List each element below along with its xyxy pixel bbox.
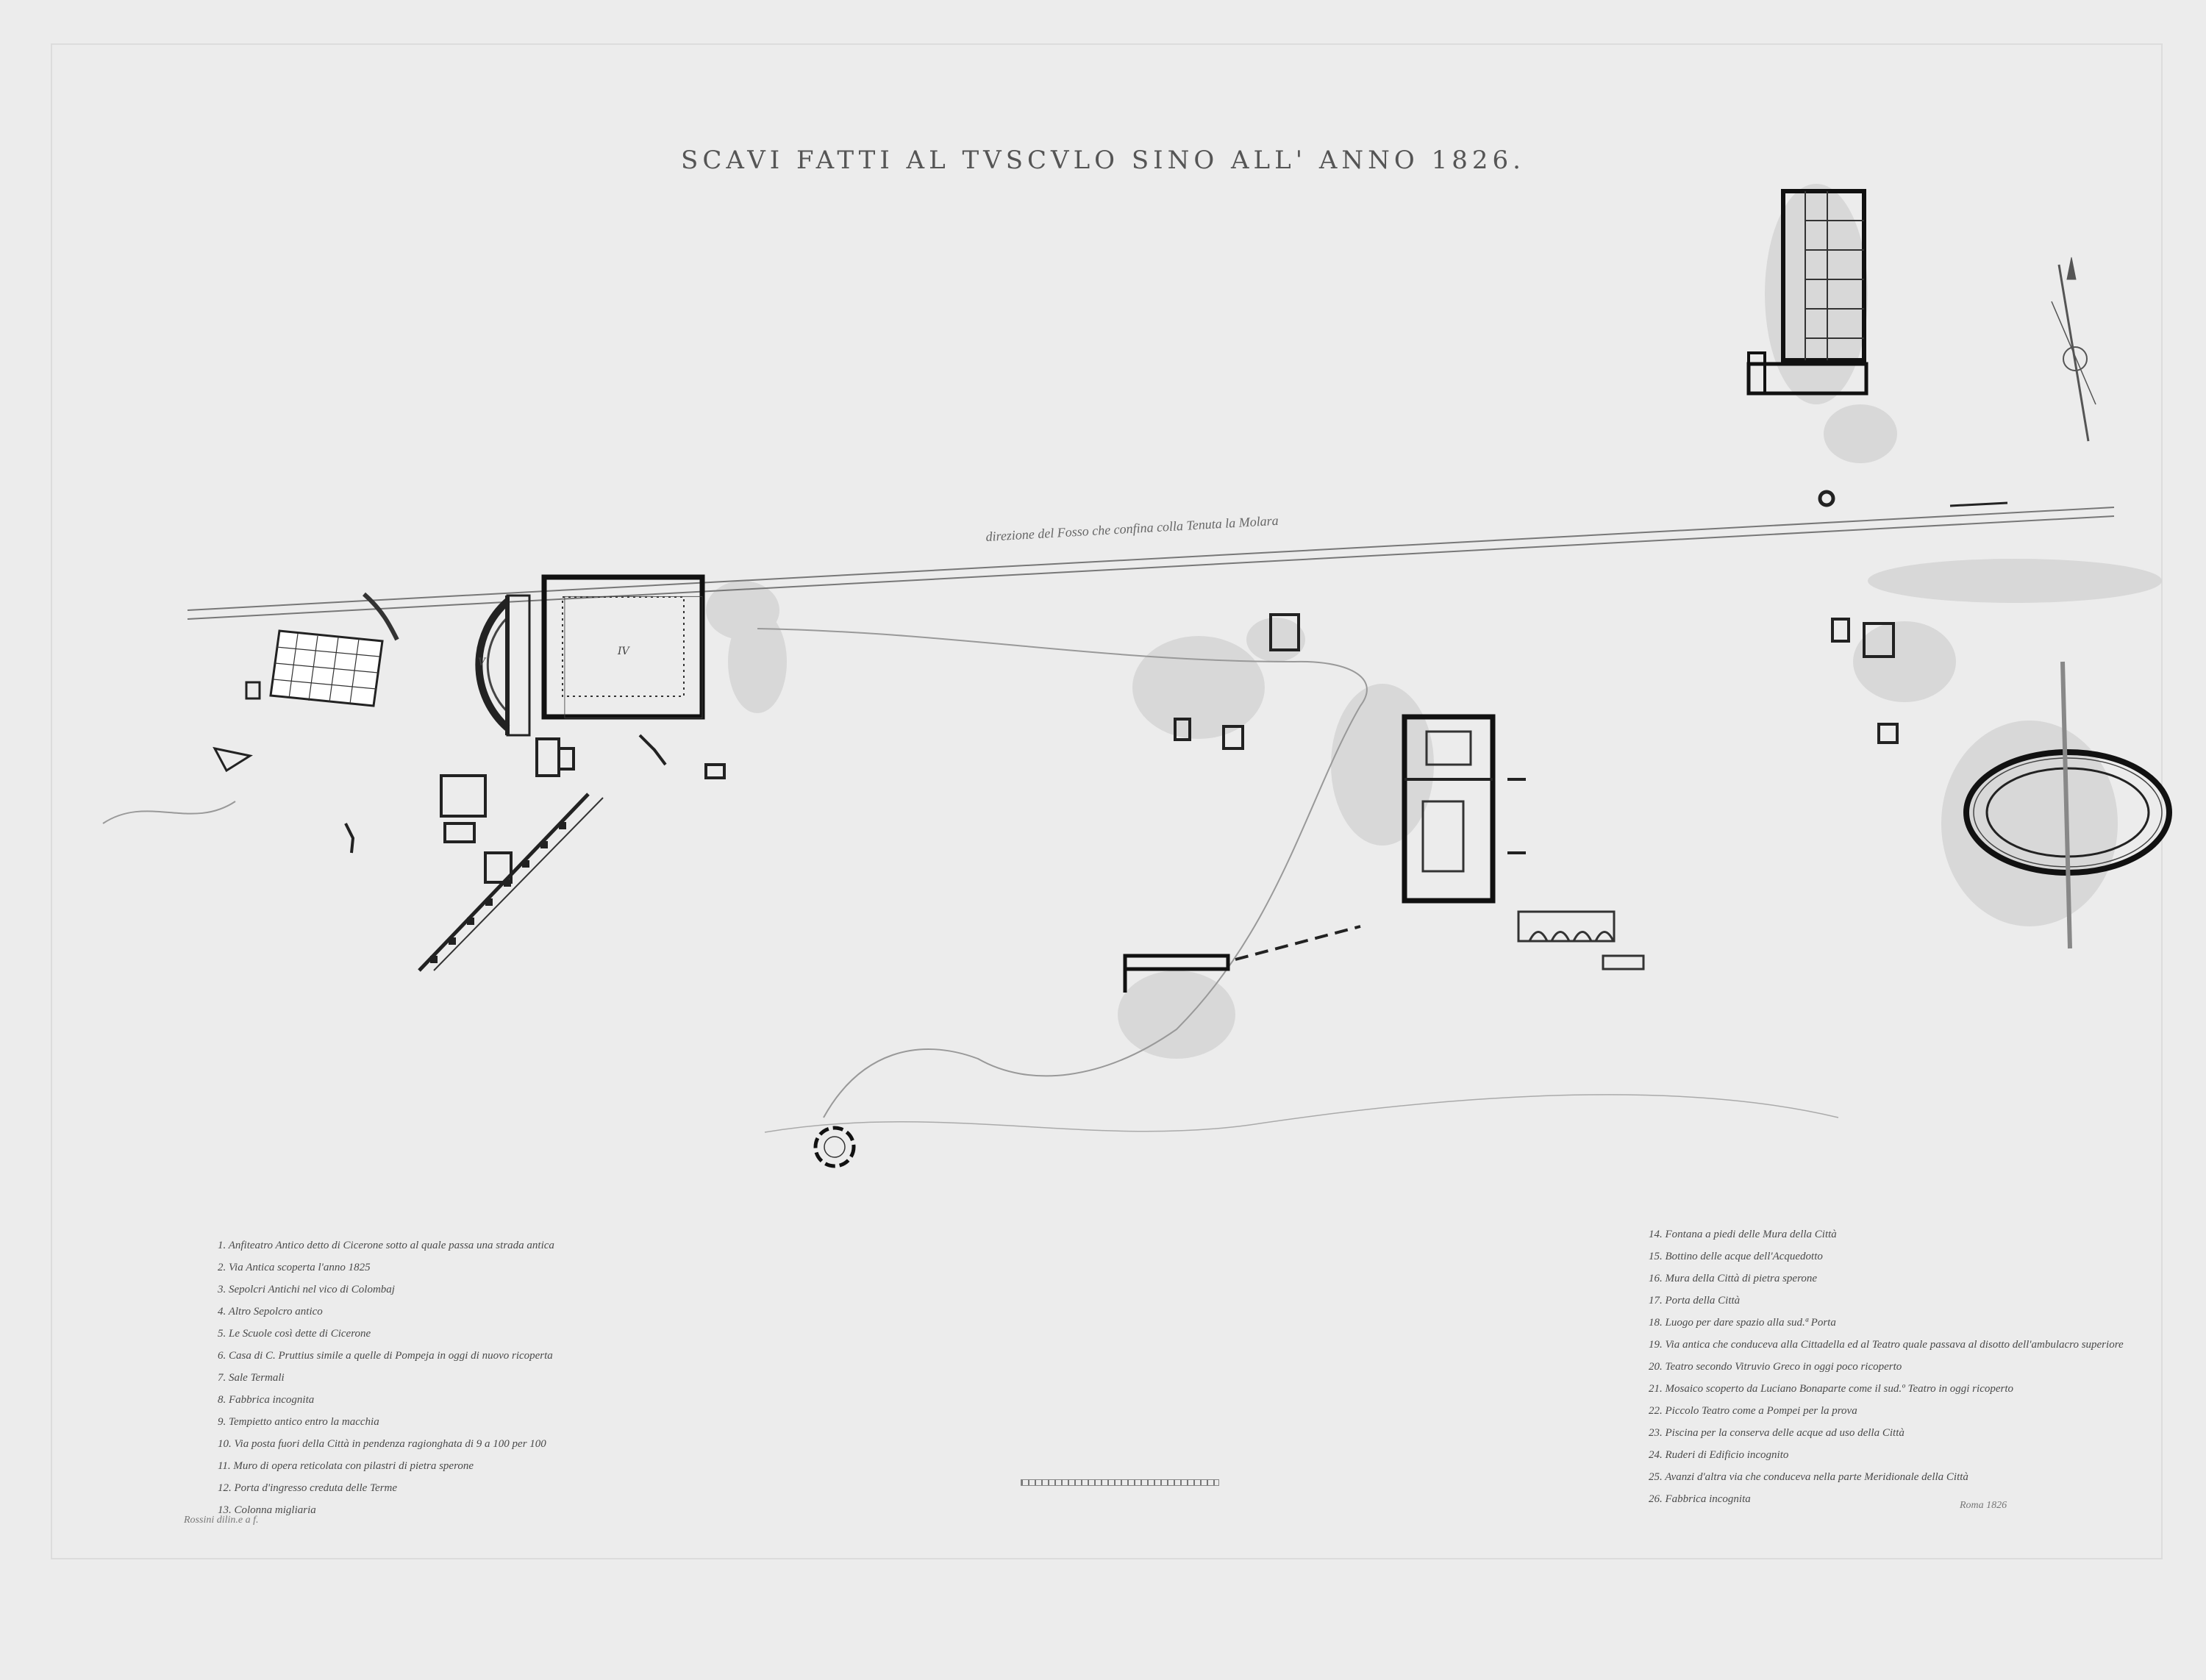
- legend-left: 1. Anfiteatro Antico detto di Cicerone s…: [218, 1234, 554, 1521]
- forum-plan: IV: [541, 574, 705, 720]
- legend-item: 6. Casa di C. Pruttius simile a quelle d…: [218, 1350, 553, 1362]
- legend-item: 19. Via antica che conduceva alla Cittad…: [1649, 1339, 2124, 1351]
- scale-bar: [1021, 1479, 1219, 1486]
- arc-wall: [363, 592, 399, 641]
- round-tempietto: [813, 1126, 856, 1168]
- legend-item: 25. Avanzi d'altra via che conduceva nel…: [1649, 1471, 1968, 1483]
- reticulate-wall: [418, 793, 604, 972]
- theatre-label: V: [478, 657, 487, 668]
- legend-item: 4. Altro Sepolcro antico: [218, 1306, 323, 1318]
- legend-item: 15. Bottino delle acque dell'Acquedotto: [1649, 1251, 1823, 1262]
- legend-item: 2. Via Antica scoperta l'anno 1825: [218, 1262, 371, 1273]
- amphitheatre-plan: [1963, 661, 2172, 949]
- baths-ruin: [1123, 925, 1361, 993]
- legend-item: 17. Porta della Città: [1649, 1295, 1741, 1307]
- legend-item: 11. Muro di opera reticolata con pilastr…: [218, 1460, 474, 1472]
- legend-item: 7. Sale Termali: [218, 1372, 285, 1384]
- small-ruin: [245, 681, 261, 700]
- legend-item: 8. Fabbrica incognita: [218, 1394, 315, 1406]
- north-building: [1746, 189, 1868, 396]
- legend-item: 26. Fabbrica incognita: [1649, 1493, 1751, 1505]
- eastern-ruins: [1818, 490, 2008, 744]
- legend-item: 3. Sepolcri Antichi nel vico di Colombaj: [218, 1284, 395, 1295]
- stream: [102, 801, 236, 824]
- legend-item: 22. Piccolo Teatro come a Pompei per la …: [1649, 1405, 1857, 1417]
- legend-item: 18. Luogo per dare spazio alla sud.ª Por…: [1649, 1317, 1836, 1329]
- legend-item: 14. Fontana a piedi delle Mura della Cit…: [1649, 1229, 1837, 1240]
- legend-item: 9. Tempietto antico entro la macchia: [218, 1416, 379, 1428]
- forum-ruins: [344, 734, 726, 884]
- central-ruins: [1174, 613, 1300, 750]
- arcade-ruin: [1517, 910, 1645, 971]
- legend-item: 12. Porta d'ingresso creduta delle Terme: [218, 1482, 398, 1494]
- legend-right: 14. Fontana a piedi delle Mura della Cit…: [1649, 1223, 2124, 1510]
- house-plan: [1402, 714, 1526, 904]
- legend-item: 20. Teatro secondo Vitruvio Greco in ogg…: [1649, 1361, 1902, 1373]
- legend-item: 16. Mura della Città di pietra sperone: [1649, 1273, 1818, 1284]
- legend-item: 5. Le Scuole così dette di Cicerone: [218, 1328, 371, 1340]
- legend-item: 23. Piscina per la conserva delle acque …: [1649, 1427, 1905, 1439]
- legend-item: 1. Anfiteatro Antico detto di Cicerone s…: [218, 1240, 554, 1251]
- compass-rose: [2051, 257, 2096, 442]
- place-date: Roma 1826: [1960, 1500, 2007, 1511]
- legend-item: 13. Colonna migliaria: [218, 1504, 316, 1516]
- cistern-block: [269, 629, 384, 707]
- engraver-signature: Rossini dilin.e a f.: [184, 1515, 259, 1526]
- lower-path: [764, 1094, 1839, 1133]
- triangle-ruin: [213, 746, 253, 773]
- winding-path: [757, 628, 1368, 1118]
- legend-item: 24. Ruderi di Edificio incognito: [1649, 1449, 1789, 1461]
- legend-item: 10. Via posta fuori della Città in pende…: [218, 1438, 546, 1450]
- theatre-plan: V: [475, 594, 531, 737]
- terrain-hatching: [706, 184, 2162, 1059]
- plate-border: [51, 43, 2163, 1559]
- map-title: SCAVI FATTI AL TVSCVLO SINO ALL' ANNO 18…: [681, 146, 1525, 175]
- forum-label: IV: [617, 646, 631, 657]
- legend-item: 21. Mosaico scoperto da Luciano Bonapart…: [1649, 1383, 2014, 1395]
